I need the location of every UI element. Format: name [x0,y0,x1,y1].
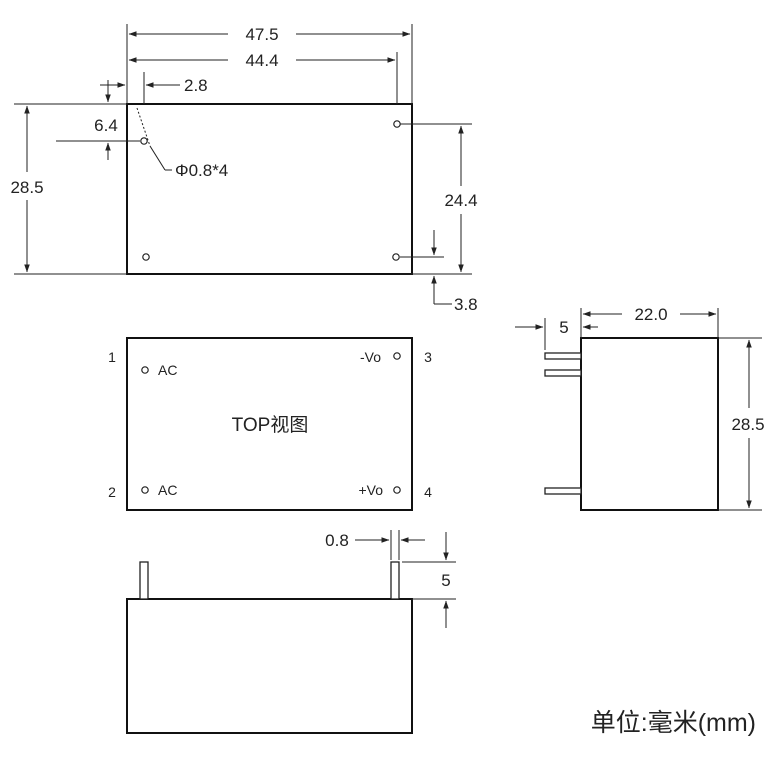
pin-4-label: +Vo [358,482,383,498]
front-pin-left [139,561,149,600]
pin-2-marker [141,486,149,494]
pin-4-marker [393,486,401,494]
front-pin-right [390,561,400,600]
dim-hole-offset-y: 6.4 [94,116,118,135]
pin-number-1: 1 [108,349,116,365]
side-pin-upper-1 [544,352,582,360]
dim-hole-offset-bottom: 3.8 [454,295,478,314]
pin-number-4: 4 [424,484,432,500]
dim-front-pin-length: 5 [441,571,450,590]
side-pin-lower [544,487,582,495]
pin-1-label: AC [158,362,177,378]
dim-hole-span-width: 44.4 [245,51,278,70]
pin-number-3: 3 [424,349,432,365]
side-pin-upper-2 [544,369,582,377]
dim-hole-offset-x: 2.8 [184,76,208,95]
pin-2-label: AC [158,482,177,498]
pin-number-2: 2 [108,484,116,500]
side-view: 5 22.0 28.5 [515,305,765,511]
pin-view: TOP视图 1 AC 2 AC 3 -Vo 4 +Vo [108,337,432,511]
pin-3-label: -Vo [360,349,381,365]
pin-view-outline [126,337,413,511]
mount-hole-top-left [140,137,148,145]
mount-hole-bottom-right [392,253,400,261]
mount-hole-top-right [393,120,401,128]
pin-1-marker [141,366,149,374]
side-view-outline [580,337,719,511]
dim-side-height: 28.5 [731,415,764,434]
top-view-outline [126,103,413,275]
dim-height-left: 28.5 [10,178,43,197]
front-view-outline [126,598,413,734]
unit-note: 单位:毫米(mm) [591,709,756,737]
front-view: 0.8 5 [126,530,456,734]
dim-side-pin-length: 5 [559,318,568,337]
dim-hole-span-height: 24.4 [444,191,477,210]
mount-hole-bottom-left [142,253,150,261]
dim-hole-spec: Φ0.8*4 [175,161,228,180]
dim-front-pin-diameter: 0.8 [325,531,349,550]
dim-overall-width: 47.5 [245,25,278,44]
top-view: 47.5 44.4 2.8 28.5 6.4 Φ0.8*4 24.4 [10,24,478,314]
dim-side-depth: 22.0 [634,305,667,324]
pin-view-title: TOP视图 [232,414,309,436]
pin-3-marker [393,352,401,360]
